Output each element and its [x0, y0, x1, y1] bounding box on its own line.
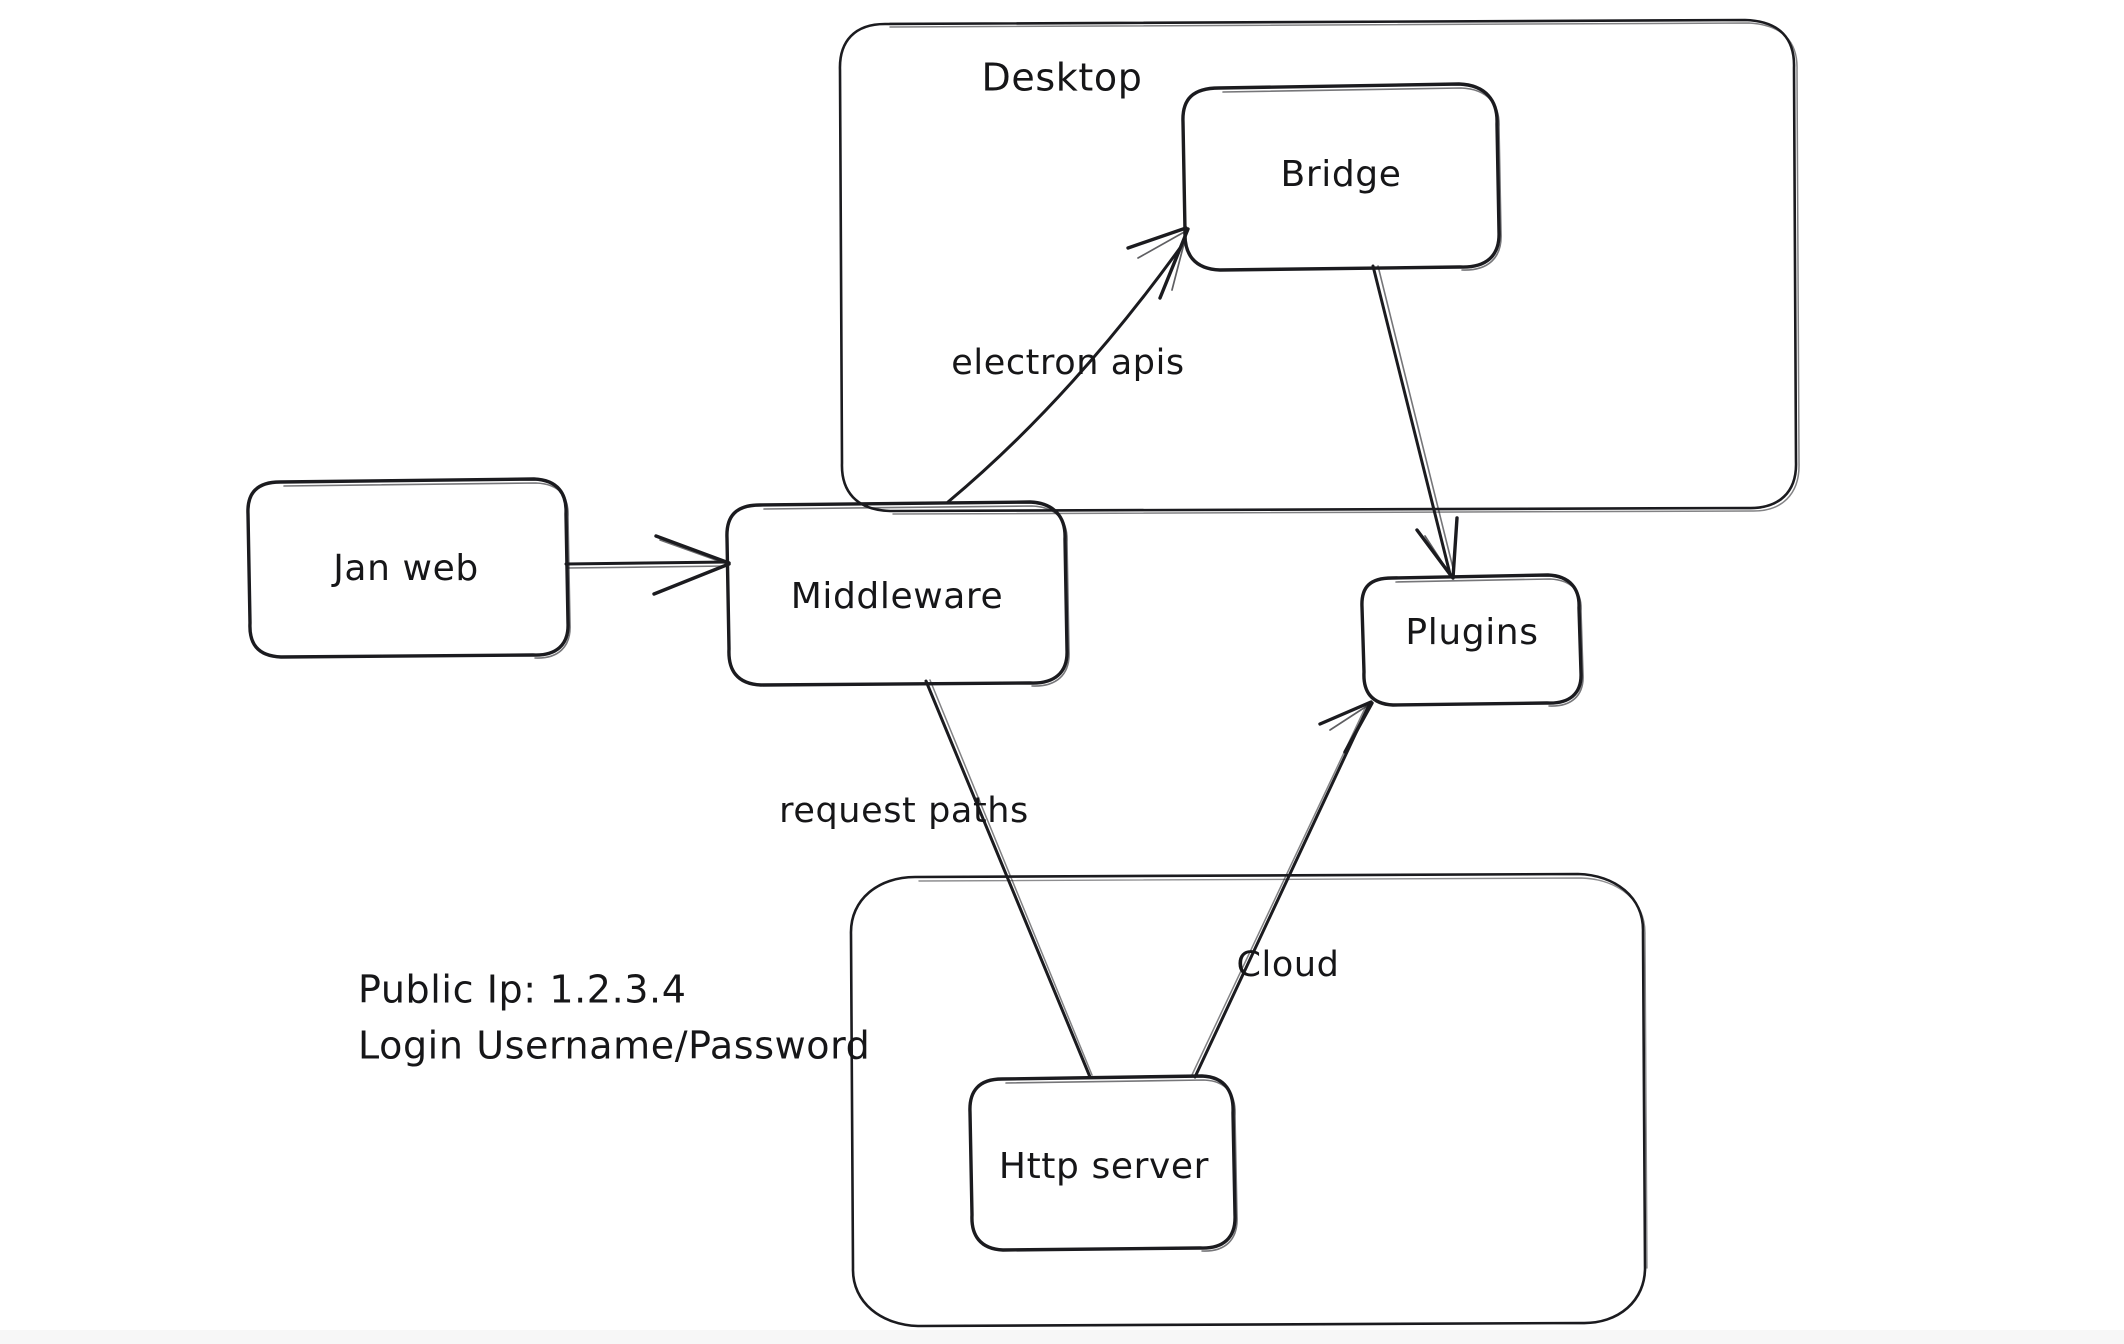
- edge-label-request-paths: request paths: [779, 791, 1029, 831]
- group-label-desktop: Desktop: [982, 56, 1143, 100]
- node-plugins[interactable]: Plugins: [1360, 573, 1584, 707]
- edge-middleware-to-http-server[interactable]: [924, 679, 1093, 1079]
- edge-label-electron-apis: electron apis: [951, 343, 1185, 383]
- group-desktop[interactable]: Desktop: [838, 18, 1800, 515]
- node-label-plugins: Plugins: [1405, 612, 1538, 653]
- bottom-strip: [0, 1330, 2124, 1344]
- node-label-http-server: Http server: [999, 1146, 1209, 1187]
- node-label-jan-web: Jan web: [331, 548, 479, 589]
- edge-bridge-to-plugins[interactable]: [1371, 264, 1459, 580]
- node-middleware[interactable]: Middleware: [725, 500, 1070, 687]
- note-login: Login Username/Password: [358, 1024, 870, 1068]
- edge-middleware-to-bridge[interactable]: electron apis: [946, 226, 1190, 504]
- node-http-server[interactable]: Http server: [968, 1074, 1238, 1252]
- node-jan-web[interactable]: Jan web: [246, 477, 571, 659]
- note-credentials: Public Ip: 1.2.3.4 Login Username/Passwo…: [358, 968, 870, 1068]
- node-label-bridge: Bridge: [1281, 154, 1402, 195]
- note-public-ip: Public Ip: 1.2.3.4: [358, 968, 687, 1012]
- edge-label-cloud: Cloud: [1237, 945, 1340, 985]
- node-bridge[interactable]: Bridge: [1181, 82, 1502, 272]
- node-label-middleware: Middleware: [791, 576, 1004, 617]
- group-cloud-container[interactable]: [849, 872, 1648, 1328]
- edge-http-server-to-plugins[interactable]: Cloud: [1190, 700, 1374, 1079]
- edge-janweb-to-middleware[interactable]: [564, 534, 731, 596]
